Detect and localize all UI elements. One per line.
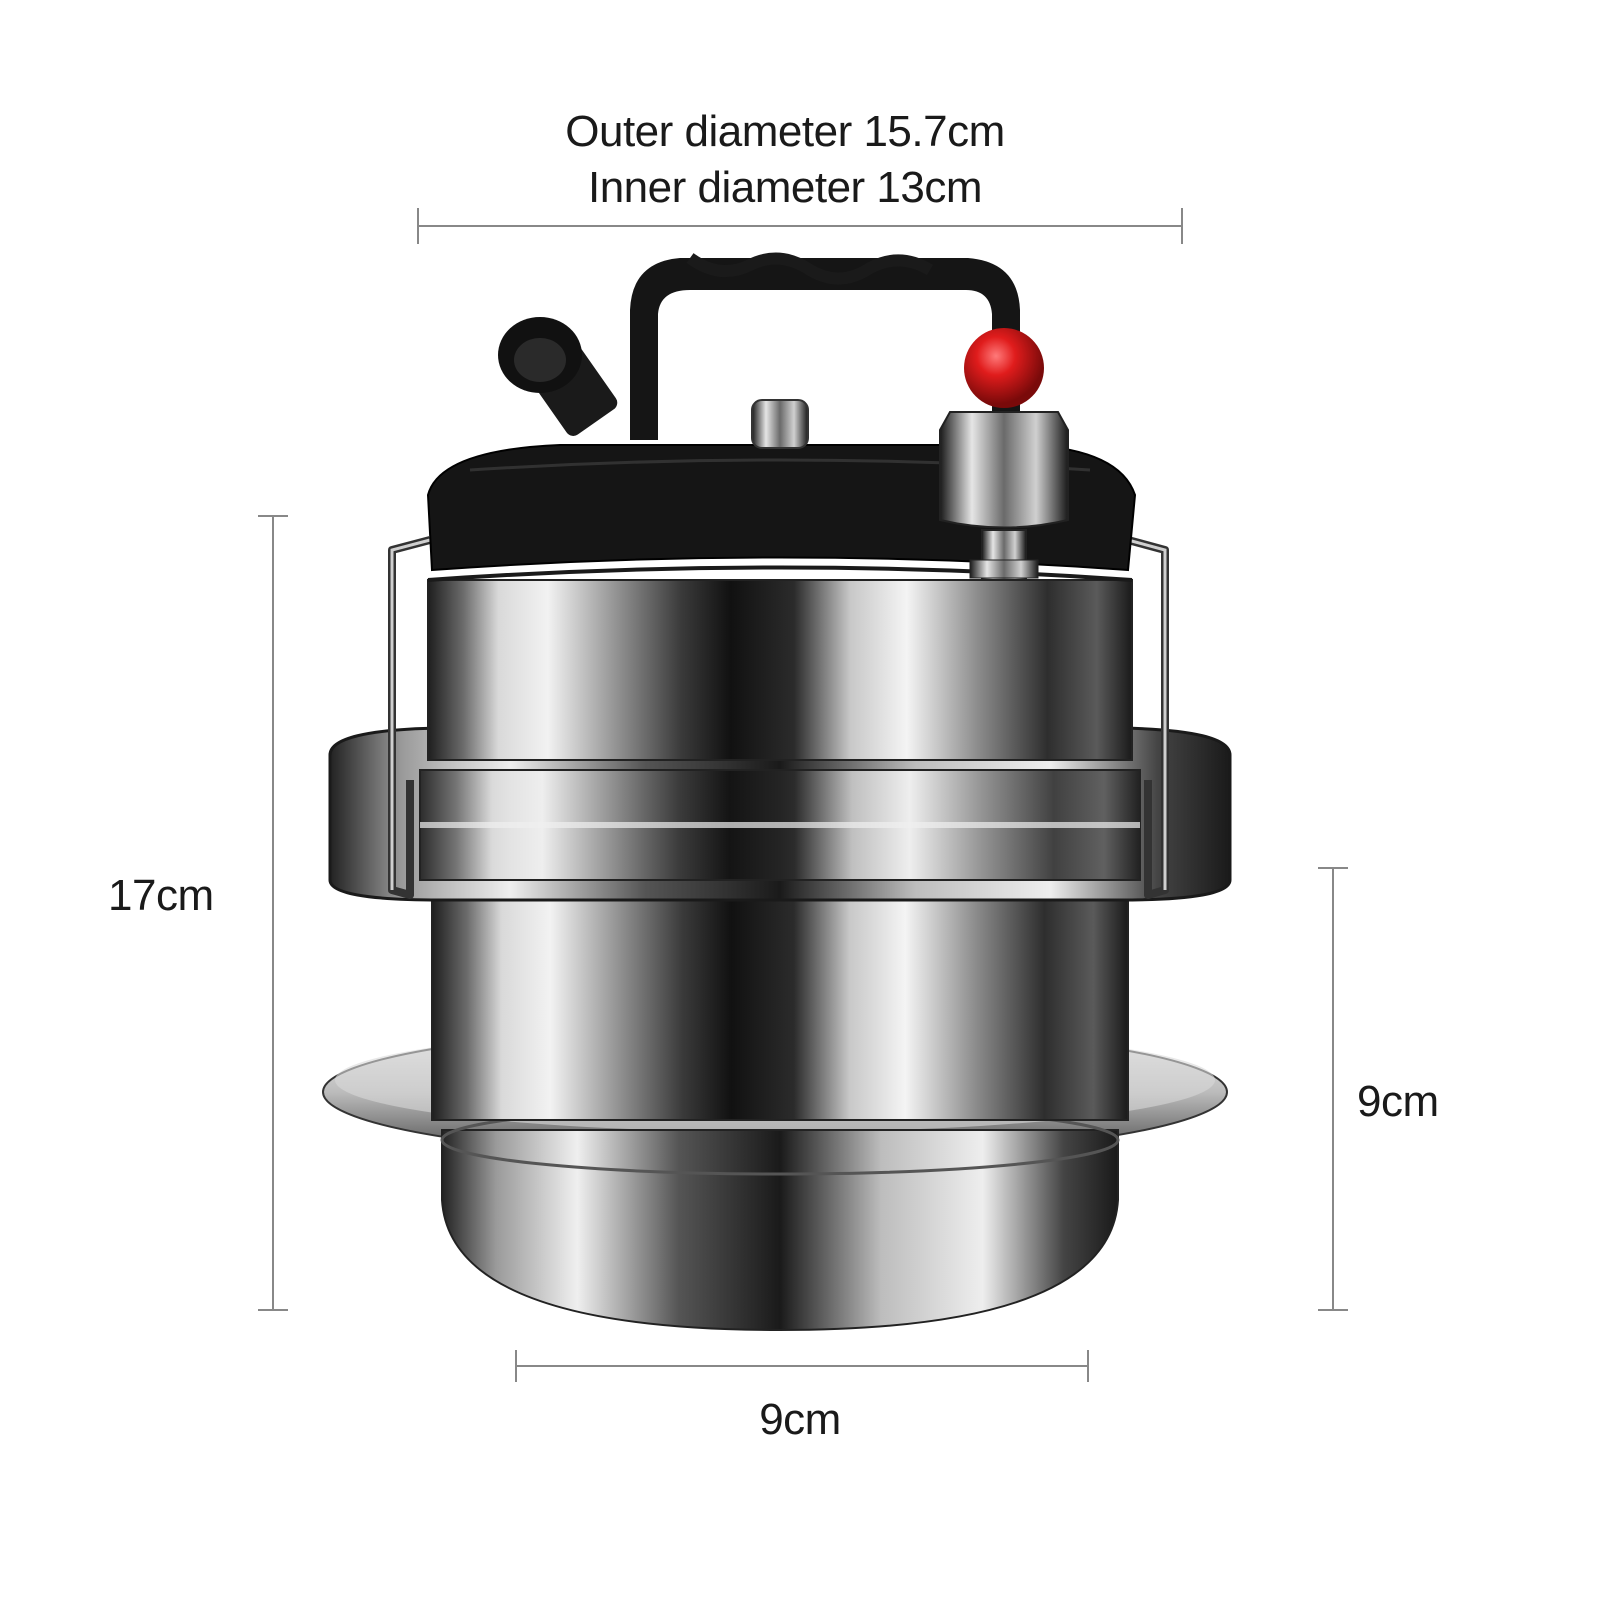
dimension-lines xyxy=(258,208,1348,1382)
upper-body xyxy=(428,580,1132,760)
base-diameter-label: 9cm xyxy=(759,1395,841,1444)
outer-diameter-label: Outer diameter 15.7cm xyxy=(565,107,1005,156)
pressure-valve xyxy=(939,328,1069,581)
lower-body xyxy=(432,860,1128,1120)
pressure-cooker xyxy=(322,252,1232,1332)
inner-diameter-label: Inner diameter 13cm xyxy=(587,163,983,212)
steam-release-knob xyxy=(498,317,618,436)
pot-height-label: 9cm xyxy=(1357,1077,1439,1126)
center-valve xyxy=(751,399,809,449)
lid-handle xyxy=(630,258,1020,440)
bottom-bowl xyxy=(441,1129,1119,1332)
total-height-label: 17cm xyxy=(108,871,214,920)
